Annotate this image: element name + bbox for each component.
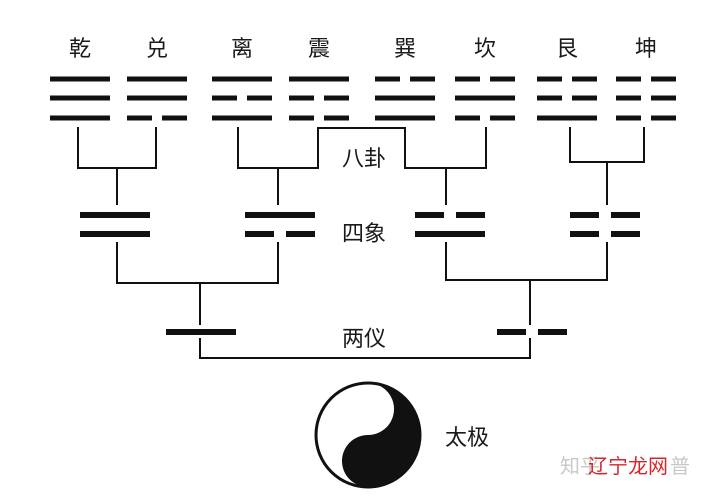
yao-line [455, 95, 515, 101]
trigram-name: 坎 [474, 37, 496, 62]
trigram-5: 巽 [375, 37, 435, 121]
trigram-name: 巽 [394, 37, 416, 62]
trigram-name: 艮 [556, 37, 578, 62]
yao-line [375, 95, 435, 101]
trigram-4: 震 [289, 37, 349, 121]
trigram-name: 兑 [146, 37, 168, 62]
yao-line [212, 95, 272, 101]
four-image-4 [570, 212, 640, 237]
trigram-row: 乾兑离震巽坎艮坤 [50, 37, 676, 121]
taiji-symbol [314, 381, 422, 489]
yao-line [127, 115, 187, 121]
yao-line [455, 115, 515, 121]
yao-line [289, 115, 349, 121]
watermark-prefix: 知乎 [560, 454, 600, 478]
yao-line [289, 95, 349, 101]
connector [116, 242, 279, 284]
yao-line [415, 212, 485, 218]
two-forms-row [166, 329, 567, 335]
trigram-7: 艮 [537, 37, 597, 121]
yao-line [127, 76, 187, 82]
trigram-name: 乾 [69, 37, 91, 62]
yao-line [50, 115, 110, 121]
watermark-brand: 辽宁龙网 [588, 454, 668, 478]
trigram-6: 坎 [455, 37, 515, 121]
yao-line [537, 95, 597, 101]
yao-line [245, 231, 315, 237]
connector [199, 338, 531, 359]
four-image-3 [415, 212, 485, 237]
watermark-suffix: 普 [670, 454, 690, 478]
connector [77, 127, 157, 169]
yao-line [616, 115, 676, 121]
yao-line [455, 76, 515, 82]
trigram-8: 坤 [616, 37, 676, 121]
four-image-1 [80, 212, 150, 237]
connector [569, 127, 645, 163]
yin-dot [361, 454, 375, 468]
yao-line [50, 95, 110, 101]
trigram-name: 离 [231, 37, 253, 62]
yao-line [127, 95, 187, 101]
label-taiji: 太极 [445, 426, 489, 451]
yao-line [415, 231, 485, 237]
yao-line [50, 76, 110, 82]
yao-line [570, 212, 640, 218]
yao-line [537, 115, 597, 121]
connector [317, 127, 487, 169]
yao-line [375, 76, 435, 82]
yao-line [289, 76, 349, 82]
yao-line [245, 212, 315, 218]
connector [445, 242, 608, 281]
yao-line [166, 329, 236, 335]
connector [237, 127, 319, 169]
trigram-3: 离 [212, 37, 272, 121]
label-liangyi: 两仪 [342, 327, 386, 352]
trigram-name: 震 [308, 37, 330, 62]
trigram-name: 坤 [635, 37, 657, 62]
label-sixiang: 四象 [342, 222, 386, 247]
trigram-1: 乾 [50, 37, 110, 121]
yao-line [616, 76, 676, 82]
watermark: 知乎 辽宁龙网 普 [560, 454, 690, 478]
four-image-2 [245, 212, 315, 237]
yao-line [375, 115, 435, 121]
label-bagua: 八卦 [342, 147, 386, 172]
four-images-row [80, 212, 640, 237]
yao-line [497, 329, 567, 335]
yao-line [212, 115, 272, 121]
yao-line [616, 95, 676, 101]
yao-line [80, 212, 150, 218]
trigram-2: 兑 [127, 37, 187, 121]
yao-line [537, 76, 597, 82]
connector-lines [77, 127, 645, 359]
two-form-2 [497, 329, 567, 335]
yao-line [212, 76, 272, 82]
two-form-1 [166, 329, 236, 335]
yao-line [570, 231, 640, 237]
yao-line [80, 231, 150, 237]
yang-dot [361, 402, 375, 416]
